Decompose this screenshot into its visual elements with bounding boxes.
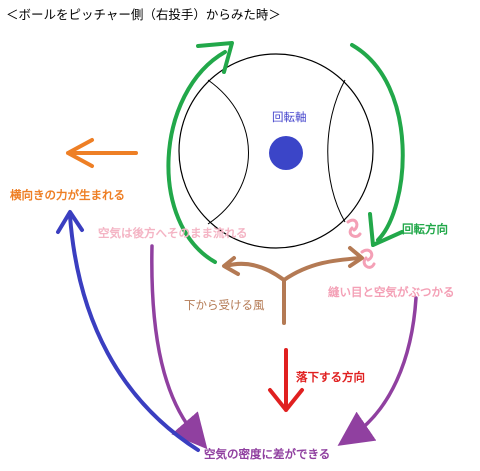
wind-from-below-label: 下から受ける風	[184, 298, 265, 312]
ball-seam-right	[327, 79, 346, 223]
density-arc-left	[150, 244, 208, 450]
rotation-arrowhead-bottom	[368, 212, 404, 247]
seam-collision-marks	[346, 218, 376, 269]
falling-direction-label: 落下する方向	[296, 370, 365, 384]
rotation-axis-label: 回転軸	[272, 110, 307, 124]
lateral-force-label: 横向きの力が生まれる	[10, 188, 125, 202]
air-hits-seam-label: 縫い目と空気がぶつかる	[328, 285, 455, 299]
air-density-label: 空気の密度に差ができる	[204, 447, 331, 461]
density-arc-right	[337, 296, 418, 446]
falling-direction-arrow	[268, 348, 304, 412]
rotation-axis-dot	[269, 136, 303, 170]
lateral-force-arrow	[66, 138, 138, 168]
rotation-direction-label: 回転方向	[402, 222, 448, 236]
diagram-title: ＜ボールをピッチャー側（右投手）からみた時＞	[6, 7, 281, 22]
wind-from-below-arrow	[222, 246, 364, 325]
air-flows-back-label: 空気は後方へそのまま流れる	[98, 226, 248, 240]
ball-seam-left	[207, 79, 249, 225]
rotation-arrowhead-top	[196, 41, 234, 74]
blue-arrowhead	[56, 210, 84, 234]
air-density-to-lateral-arrow	[68, 214, 200, 452]
rotation-arc-left	[166, 50, 227, 264]
rotation-arc-right	[350, 43, 405, 242]
